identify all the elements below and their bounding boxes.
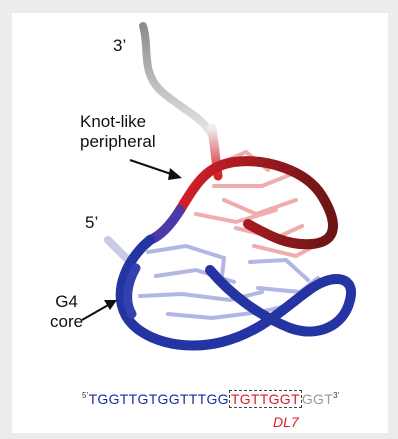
knot-backbone	[180, 161, 333, 244]
dl7-label: DL7	[273, 414, 299, 430]
sequence-blue: TGGTTGTGGTTTGG	[89, 391, 229, 407]
sequence-five-end: 5'	[82, 391, 89, 400]
sequence-three-end: 3'	[333, 391, 340, 400]
g4-core-label-line1: G4	[50, 292, 83, 312]
knot-like-label-line2: peripheral	[80, 132, 156, 152]
knot-like-label: Knot-like peripheral	[80, 112, 156, 151]
g4-arrow	[82, 300, 117, 320]
g4-backbone	[121, 240, 351, 346]
five-prime-label: 5’	[85, 213, 98, 233]
sequence-red-boxed: TGTTGGT	[229, 390, 302, 408]
knot-arrow	[130, 160, 182, 180]
three-prime-label: 3’	[113, 36, 126, 56]
g4-core-label-line2: core	[50, 312, 83, 332]
g4-core-label: G4 core	[50, 292, 83, 331]
knot-like-label-line1: Knot-like	[80, 112, 156, 132]
sequence-gray: GGT	[302, 391, 333, 407]
